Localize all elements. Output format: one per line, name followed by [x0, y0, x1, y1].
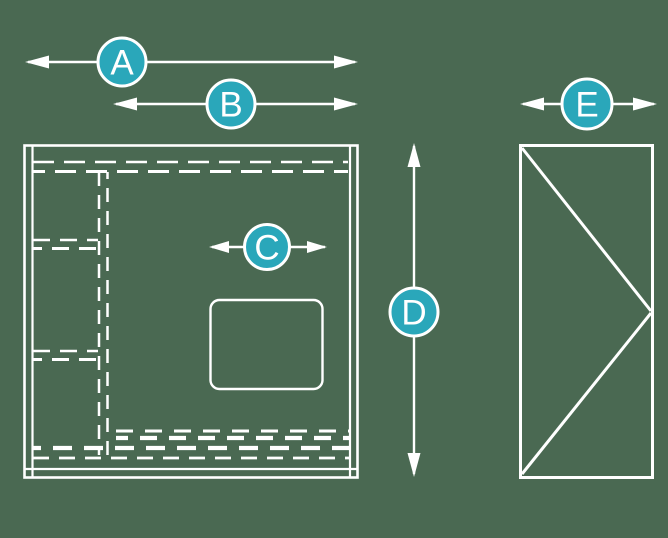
dimension-b-badge [205, 78, 257, 130]
dimension-annotations: A B C [25, 36, 657, 477]
arrowhead-left-icon [520, 97, 544, 111]
arrowhead-right-icon [633, 97, 657, 111]
dimension-c-badge [243, 223, 291, 271]
dimension-a-label: A [110, 44, 134, 83]
dimension-e: E [520, 77, 657, 131]
dimension-d-badge [388, 286, 440, 338]
dimension-a: A [25, 36, 358, 88]
dimension-b: B [113, 78, 358, 130]
dimension-e-badge [560, 77, 614, 131]
arrowhead-right-icon [334, 55, 358, 69]
arrowhead-right-icon [334, 97, 358, 111]
dimension-c-label: C [254, 229, 279, 268]
door-swing-upper-line [520, 147, 653, 312]
arrowhead-left-icon [113, 97, 137, 111]
arrowhead-right-icon [307, 241, 327, 253]
door-swing-lower-line [520, 312, 653, 475]
arrowhead-down-icon [407, 453, 421, 477]
side-outline [519, 144, 654, 479]
front-view [23, 144, 359, 479]
dimension-d-label: D [401, 294, 426, 333]
arrowhead-left-icon [25, 55, 49, 69]
side-view [519, 144, 654, 479]
dimension-b-label: B [219, 86, 242, 125]
front-recess-opening [209, 298, 324, 391]
arrowhead-left-icon [209, 241, 229, 253]
dimension-c: C [209, 223, 327, 271]
dimension-e-label: E [575, 86, 598, 125]
dimension-a-badge [96, 36, 148, 88]
front-outline [23, 144, 359, 479]
dimension-d: D [388, 143, 440, 477]
arrowhead-up-icon [407, 143, 421, 167]
front-hidden-lines [33, 160, 349, 460]
